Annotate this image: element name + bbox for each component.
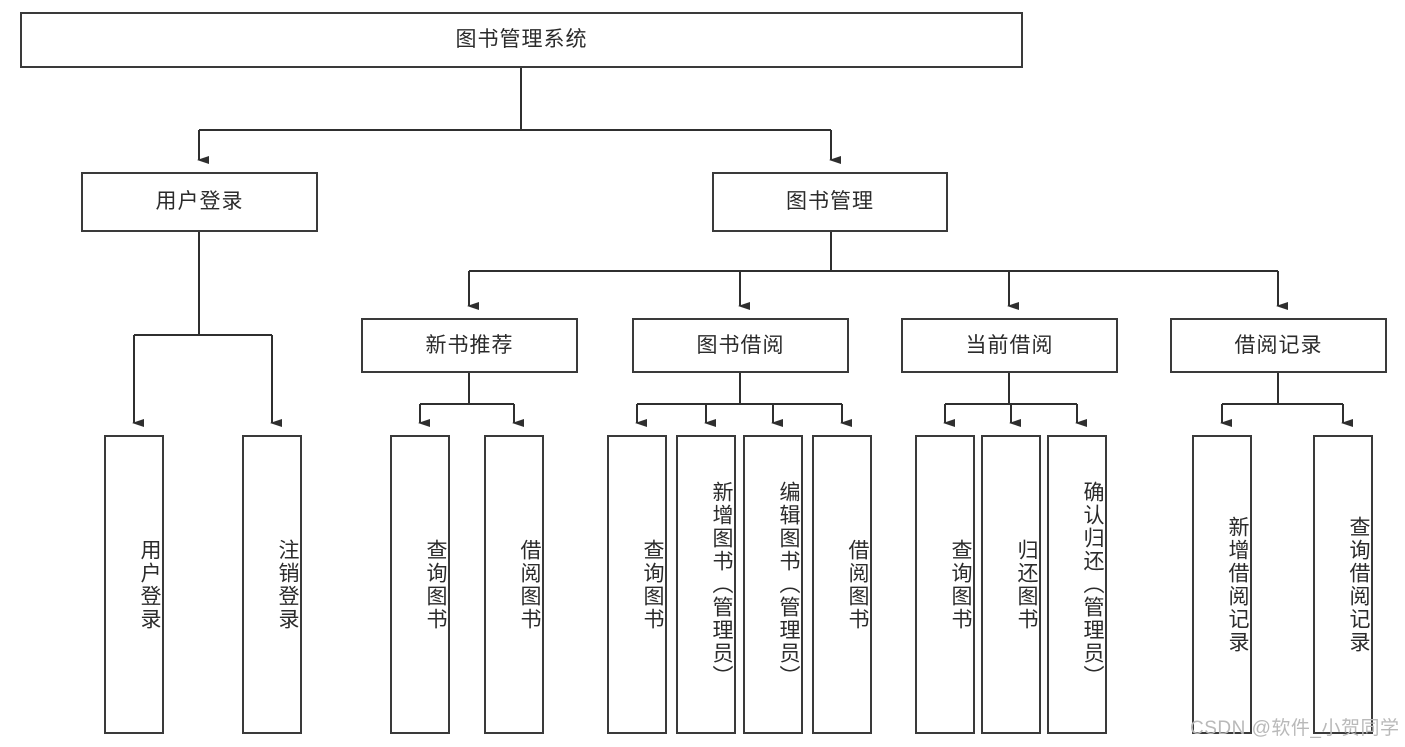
node-leaf-borrow-book-rec[interactable]: 借阅图书 xyxy=(484,435,544,734)
node-leaf-query-book-rec[interactable]: 查询图书 xyxy=(390,435,450,734)
node-new-book-recommend-label: 新书推荐 xyxy=(425,333,514,357)
node-root-label: 图书管理系统 xyxy=(455,28,588,52)
node-leaf-user-login-label: 用户登录 xyxy=(138,538,161,631)
node-leaf-return-book-label: 归还图书 xyxy=(1015,538,1038,631)
node-leaf-query-book-current-label: 查询图书 xyxy=(949,538,972,631)
node-user-login-label: 用户登录 xyxy=(155,190,244,214)
node-leaf-logout[interactable]: 注销登录 xyxy=(242,435,302,734)
node-leaf-query-book-borrow-label: 查询图书 xyxy=(641,538,664,631)
node-leaf-query-book-rec-label: 查询图书 xyxy=(424,538,447,631)
watermark: CSDN @软件_小贺同学 xyxy=(1190,718,1400,739)
node-leaf-return-book[interactable]: 归还图书 xyxy=(981,435,1041,734)
node-leaf-query-borrow-record[interactable]: 查询借阅记录 xyxy=(1313,435,1373,734)
node-borrow-record[interactable]: 借阅记录 xyxy=(1170,318,1387,373)
node-borrow-record-label: 借阅记录 xyxy=(1234,333,1323,357)
node-user-login[interactable]: 用户登录 xyxy=(81,172,318,232)
node-leaf-user-login[interactable]: 用户登录 xyxy=(104,435,164,734)
node-leaf-add-borrow-record-label: 新增借阅记录 xyxy=(1226,515,1249,654)
node-book-manage[interactable]: 图书管理 xyxy=(712,172,948,232)
node-leaf-query-book-borrow[interactable]: 查询图书 xyxy=(607,435,667,734)
node-leaf-query-book-current[interactable]: 查询图书 xyxy=(915,435,975,734)
node-current-borrow-label: 当前借阅 xyxy=(965,333,1054,357)
node-leaf-logout-label: 注销登录 xyxy=(276,538,299,631)
node-leaf-add-book-label: 新增图书（管理员） xyxy=(710,481,733,688)
node-book-borrow-label: 图书借阅 xyxy=(696,333,785,357)
node-new-book-recommend[interactable]: 新书推荐 xyxy=(361,318,578,373)
node-root[interactable]: 图书管理系统 xyxy=(20,12,1023,68)
node-book-borrow[interactable]: 图书借阅 xyxy=(632,318,849,373)
node-leaf-borrow-book[interactable]: 借阅图书 xyxy=(812,435,872,734)
node-leaf-add-book[interactable]: 新增图书（管理员） xyxy=(676,435,736,734)
node-leaf-edit-book[interactable]: 编辑图书（管理员） xyxy=(743,435,803,734)
node-current-borrow[interactable]: 当前借阅 xyxy=(901,318,1118,373)
node-leaf-query-borrow-record-label: 查询借阅记录 xyxy=(1347,515,1370,654)
node-leaf-confirm-return-label: 确认归还（管理员） xyxy=(1081,481,1104,688)
node-leaf-confirm-return[interactable]: 确认归还（管理员） xyxy=(1047,435,1107,734)
node-book-manage-label: 图书管理 xyxy=(786,190,874,214)
node-leaf-borrow-book-label: 借阅图书 xyxy=(846,538,869,631)
node-leaf-edit-book-label: 编辑图书（管理员） xyxy=(777,481,800,688)
node-leaf-borrow-book-rec-label: 借阅图书 xyxy=(518,538,541,631)
node-leaf-add-borrow-record[interactable]: 新增借阅记录 xyxy=(1192,435,1252,734)
